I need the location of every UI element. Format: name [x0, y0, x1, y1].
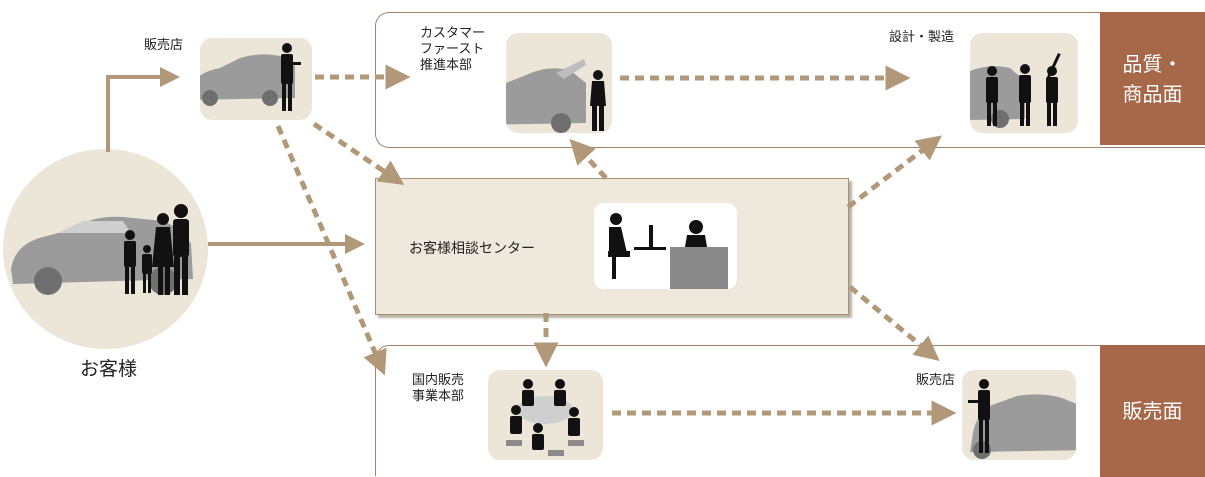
design-label: 設計・製造: [889, 30, 955, 45]
meeting-icon: [506, 379, 584, 456]
salesman-icon: [968, 379, 990, 453]
car-icon: [200, 54, 295, 106]
customer-circle: [3, 149, 208, 349]
consult-center-label: お客様相談センター: [409, 241, 535, 257]
mechanic-icon: [590, 70, 606, 131]
sales-panel: [375, 345, 1205, 476]
customer-label: お客様: [80, 358, 138, 380]
customer-first-label: カスタマー ファースト 推進本部: [420, 26, 486, 73]
arrow-center-to-dealer-bottom: [848, 285, 940, 361]
family-silhouette-icon: [124, 204, 189, 295]
design-thumb: [970, 33, 1078, 133]
arrow-customer-to-dealer: [106, 67, 180, 152]
quality-panel: [375, 12, 1205, 148]
arrow-dealer-to-domestic: [275, 125, 387, 376]
quality-tag: 品質・ 商品面: [1100, 12, 1205, 145]
domestic-sales-thumb: [488, 370, 603, 460]
engineers-icon: [986, 53, 1061, 126]
arrow-center-to-cf: [569, 138, 608, 180]
consult-center-thumb: [594, 203, 737, 289]
arrow-center-to-design: [846, 135, 942, 209]
dealer-bottom-label: 販売店: [916, 373, 956, 388]
operator-icon: [608, 213, 728, 289]
sales-tag: 販売面: [1100, 345, 1205, 477]
domestic-sales-label: 国内販売 事業本部: [412, 373, 465, 404]
customer-first-thumb: [506, 33, 612, 133]
dealer-bottom-thumb: [962, 370, 1076, 460]
dealer-top-label: 販売店: [144, 38, 184, 53]
car-icon: [506, 59, 586, 133]
dealer-top-thumb: [200, 38, 312, 120]
dealer-person-icon: [281, 43, 301, 111]
